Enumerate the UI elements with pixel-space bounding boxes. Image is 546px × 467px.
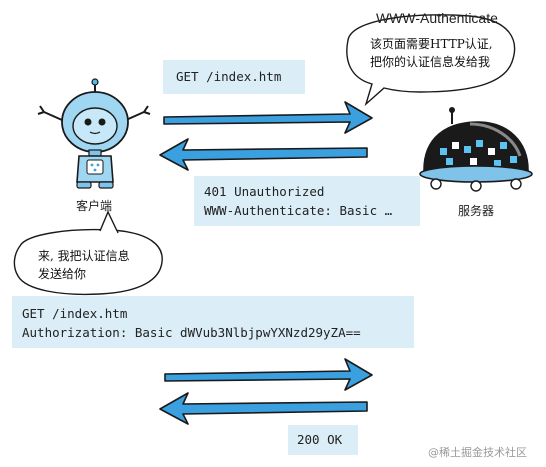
server-label: 服务器 — [458, 204, 495, 218]
request-panel-1 — [163, 60, 305, 94]
watermark: @稀土掘金技术社区 — [428, 446, 527, 459]
client-label: 客户端 — [76, 199, 113, 213]
arrow-left-2 — [159, 392, 368, 425]
arrow-right-1 — [163, 101, 373, 134]
server-bubble-line-1: 该页面需要HTTP认证, — [370, 37, 493, 51]
request-1-text: GET /index.htm — [176, 69, 282, 84]
client-bubble-line-2: 发送给你 — [38, 267, 87, 281]
header-title: WWW-Authenticate — [376, 10, 498, 26]
client-robot-icon — [37, 78, 151, 189]
request-panel-2 — [12, 296, 414, 348]
response-2-text: 200 OK — [297, 432, 343, 447]
request-2-line-2: Authorization: Basic dWVub3NlbjpwYXNzd29… — [22, 325, 361, 340]
request-2-line-1: GET /index.htm — [22, 306, 128, 321]
response-panel-2 — [288, 425, 358, 455]
server-robot-icon — [419, 107, 533, 192]
server-speech-bubble — [346, 14, 516, 107]
arrow-left-1 — [159, 138, 368, 171]
arrow-right-2 — [164, 358, 373, 391]
client-bubble-line-1: 来, 我把认证信息 — [38, 249, 130, 263]
response-1-line-2: WWW-Authenticate: Basic … — [204, 203, 393, 218]
client-speech-bubble — [13, 210, 163, 296]
response-1-line-1: 401 Unauthorized — [204, 184, 325, 199]
server-bubble-line-2: 把你的认证信息发给我 — [370, 55, 491, 69]
response-panel-1 — [194, 176, 420, 226]
